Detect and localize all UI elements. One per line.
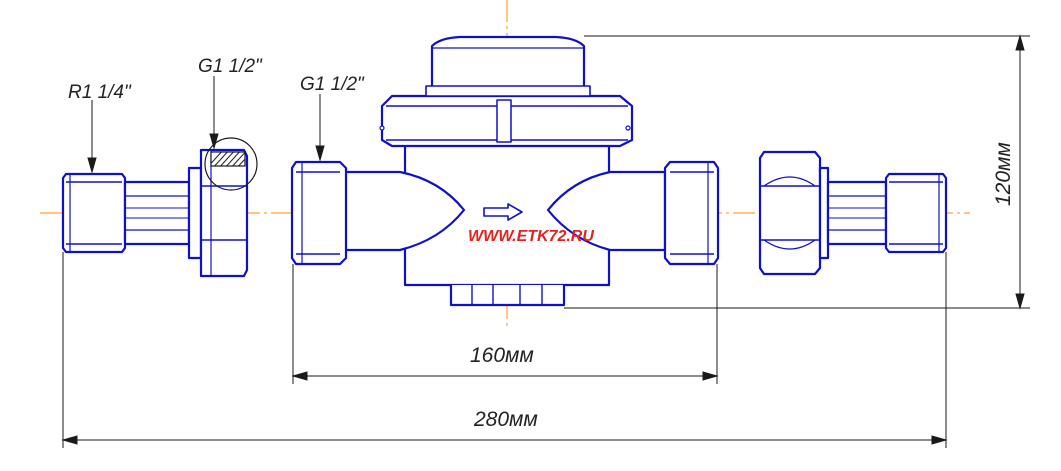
website-watermark: WWW.ETK72.RU: [468, 228, 594, 245]
outlet-pipe: [546, 170, 667, 252]
meter-cap: [430, 35, 586, 90]
thread-r-label: R1 1/4": [68, 82, 132, 103]
right-tailpiece: [758, 150, 948, 276]
dimension-lines: [61, 34, 1030, 448]
r-thread-end: [61, 172, 127, 254]
right-union-nut: [758, 150, 822, 276]
nut-section-hatch: [204, 137, 258, 191]
left-tailpiece: [61, 148, 249, 278]
detail-circle: [204, 137, 258, 191]
dim-160-label: 160мм: [470, 344, 534, 367]
thread-g-nut-label: G1 1/2": [198, 56, 263, 77]
left-union-nut: [199, 148, 249, 278]
thread-g-body-label: G1 1/2": [300, 74, 365, 95]
flow-arrow-icon: [483, 203, 523, 221]
inlet-pipe: [343, 170, 466, 252]
dim-120-label: 120мм: [992, 142, 1015, 206]
meter-body: [290, 35, 720, 307]
dim-280-label: 280мм: [473, 408, 538, 431]
